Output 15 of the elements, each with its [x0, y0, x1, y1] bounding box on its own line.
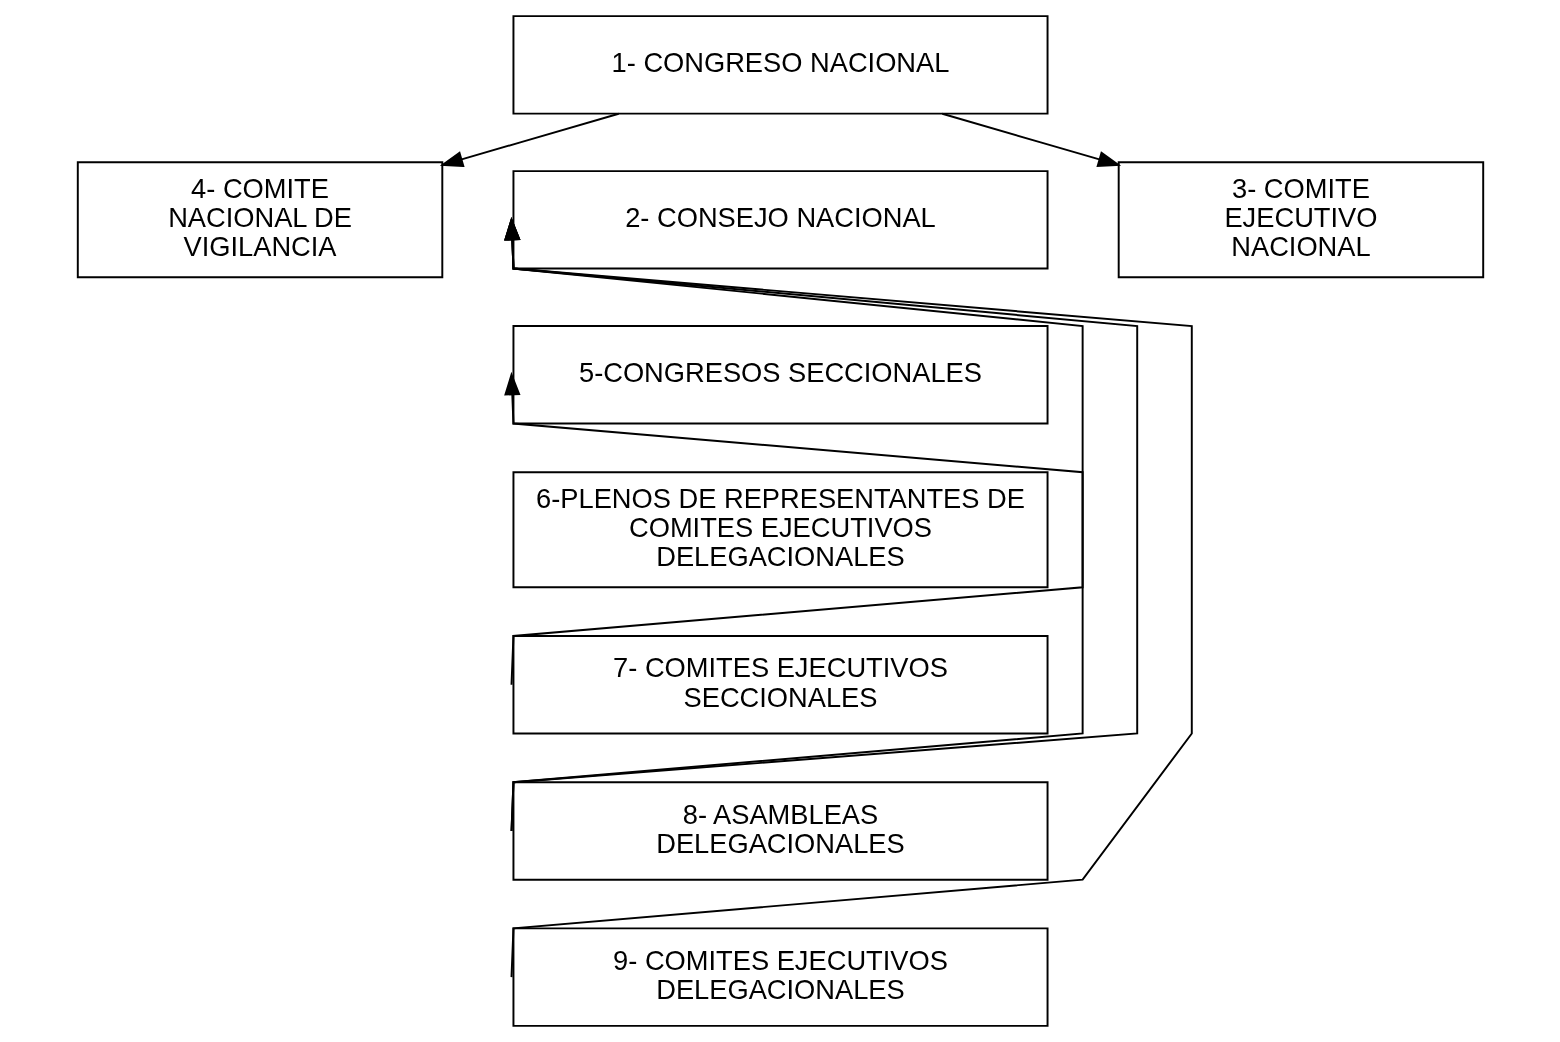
node-box: 3- COMITE EJECUTIVO NACIONAL	[1117, 161, 1484, 279]
node-box: 8- ASAMBLEAS DELEGACIONALES	[511, 781, 1049, 881]
arrow	[503, 371, 1084, 832]
node-box: 6-PLENOS DE REPRESENTANTES DE COMITES EJECUTIVOS DELEGACIONALES	[511, 471, 1049, 589]
node-box: 9- COMITES EJECUTIVOS DELEGACIONALES	[511, 927, 1049, 1027]
node-box: 1- CONGRESO NACIONAL	[511, 15, 1049, 115]
arrow	[503, 216, 1193, 979]
arrow	[503, 216, 1084, 686]
arrow	[439, 112, 620, 168]
node-box: 4- COMITE NACIONAL DE VIGILANCIA	[76, 161, 443, 279]
arrow	[503, 216, 1138, 832]
node-box: 2- CONSEJO NACIONAL	[511, 170, 1049, 270]
node-box: 7- COMITES EJECUTIVOS SECCIONALES	[511, 635, 1049, 735]
node-box: 5-CONGRESOS SECCIONALES	[511, 325, 1049, 425]
arrow	[940, 112, 1121, 168]
